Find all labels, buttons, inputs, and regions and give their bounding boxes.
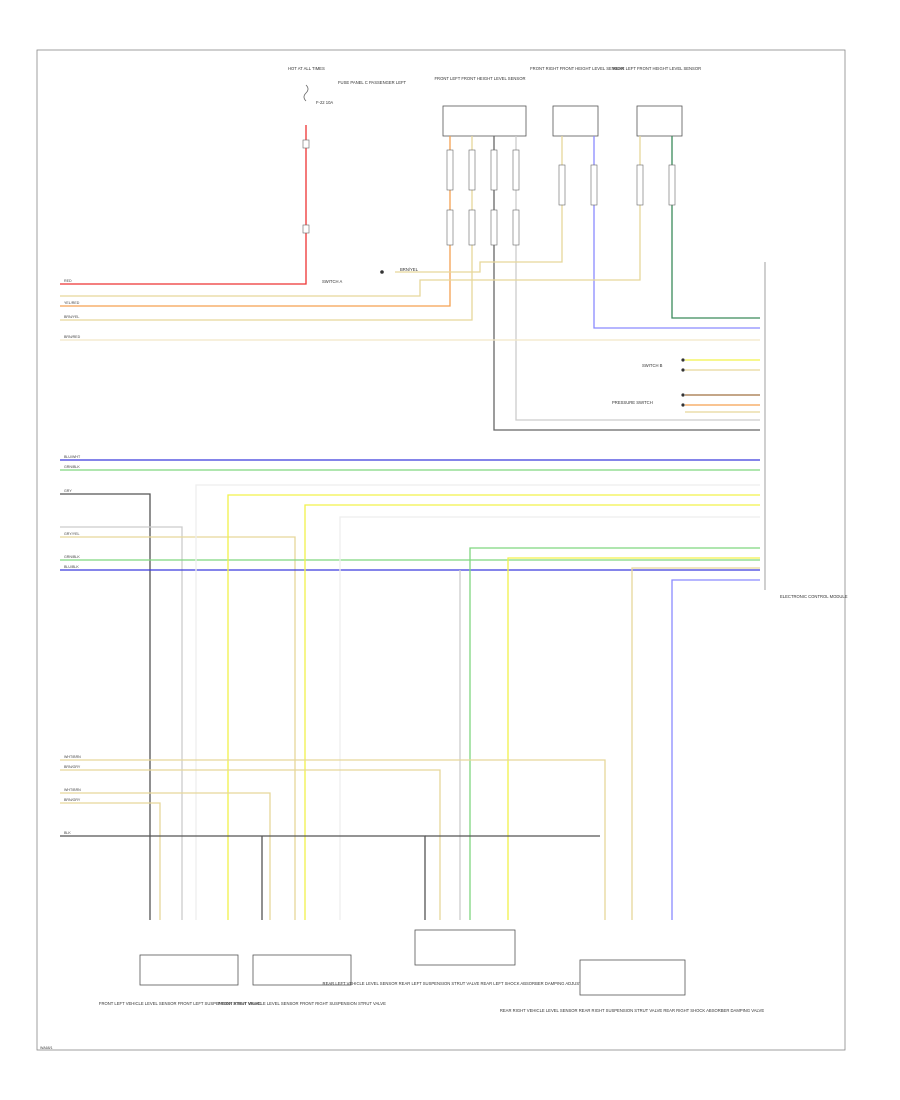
component-4-box [579, 959, 686, 996]
connector [636, 164, 644, 206]
component-2: FRONT RIGHT VEHICLE LEVEL SENSOR FRONT R… [218, 954, 386, 1006]
sensor-rl-box [636, 105, 683, 137]
wire-label: YEL/RED [64, 301, 80, 305]
fuse-label-side: FUSE PANEL C PASSENGER LEFT [338, 80, 407, 85]
wire-label: BRN/GRY [64, 798, 81, 802]
fuse-label-top: HOT AT ALL TIMES [288, 66, 325, 71]
connector [302, 139, 310, 149]
wire-bottom-4 [60, 802, 161, 920]
connector [446, 209, 454, 246]
wire-wht-1 [195, 484, 760, 920]
connector [512, 149, 520, 191]
pin [681, 368, 685, 372]
wire-red [60, 125, 307, 285]
wire-grn-2 [469, 547, 760, 920]
connector [490, 209, 498, 246]
wire-label: BLK [64, 831, 71, 835]
component-3-label: REAR LEFT VEHICLE LEVEL SENSOR REAR LEFT… [323, 981, 608, 986]
sensor-fr-box [552, 105, 599, 137]
wire-sensor-fr-1 [395, 136, 563, 273]
wire-label: BRN/RED [64, 335, 81, 339]
wire-label: WHT/BRN [64, 755, 81, 759]
component-1-label: FRONT LEFT VEHICLE LEVEL SENSOR FRONT LE… [99, 1001, 261, 1006]
connector [468, 149, 476, 191]
diagram-frame [36, 49, 846, 1051]
connector [490, 149, 498, 191]
wire-sensor-rl-1 [60, 136, 641, 297]
wire-label: BRN/YEL [64, 315, 79, 319]
wire-yel-3 [507, 557, 760, 920]
component-2-label: FRONT RIGHT VEHICLE LEVEL SENSOR FRONT R… [218, 1001, 386, 1006]
wire-sensor-fl-1 [60, 136, 451, 307]
wire-lightgray [60, 526, 183, 920]
wire-bottom-2 [60, 769, 441, 920]
connector [446, 149, 454, 191]
module-label: ELECTRONIC CONTROL MODULE [780, 594, 848, 599]
switch-b-label: SWITCH B [642, 363, 663, 368]
connector [302, 224, 310, 234]
sensor-rl-label: REAR LEFT FRONT HEIGHT LEVEL SENSOR [613, 66, 701, 71]
component-3: REAR LEFT VEHICLE LEVEL SENSOR REAR LEFT… [323, 929, 608, 986]
connector [468, 209, 476, 246]
wire-bottom-1 [60, 759, 606, 920]
control-module: ELECTRONIC CONTROL MODULE SWITCH B PRESS… [612, 262, 848, 599]
wire-label: BRN/GRY [64, 765, 81, 769]
wire-label: GRN/BLK [64, 555, 80, 559]
harness-bottom: WHT/BRN BRN/GRY WHT/BRN BRN/GRY BLK [60, 755, 606, 920]
wire-gry-trunk [60, 493, 151, 920]
splice-label: SWITCH A [322, 279, 342, 284]
sensor-fr: FRONT RIGHT FRONT HEIGHT LEVEL SENSOR SW… [322, 66, 760, 329]
sensor-fl-label: FRONT LEFT FRONT HEIGHT LEVEL SENSOR [435, 76, 526, 81]
wire-blu-4 [671, 579, 760, 920]
splice [380, 270, 384, 274]
wire-label: BLU/WHT [64, 455, 81, 459]
wire-sensor-fr-2 [593, 136, 760, 329]
pin [681, 358, 685, 362]
component-1-box [139, 954, 239, 986]
connector [668, 164, 676, 206]
connector [590, 164, 598, 206]
harness-left: RED YEL/RED BRN/YEL BRN/RED BLU/WHT GRN/… [60, 279, 760, 920]
wire-bottom-5 [60, 835, 426, 920]
component-4: REAR RIGHT VEHICLE LEVEL SENSOR REAR RIG… [500, 959, 764, 1013]
page-code: WA68/1 [40, 1046, 53, 1050]
wire-label-splice: BRN/YEL [400, 267, 419, 272]
fuse-name: F-22 10A [316, 100, 333, 105]
wire-sensor-fl-3 [493, 136, 760, 431]
fuse-symbol [303, 84, 309, 102]
pin [681, 393, 685, 397]
sensor-fl: FRONT LEFT FRONT HEIGHT LEVEL SENSOR [60, 76, 760, 431]
pin [681, 403, 685, 407]
fuse-area: HOT AT ALL TIMES FUSE PANEL C PASSENGER … [60, 66, 407, 285]
wire-yel-2 [304, 504, 760, 920]
wire-label: GRN/BLK [64, 465, 80, 469]
connector [512, 209, 520, 246]
wire-sensor-fl-2 [60, 136, 473, 321]
wire-gryyel [60, 536, 296, 920]
pressure-label: PRESSURE SWITCH [612, 400, 653, 405]
wire-label: GRY/YEL [64, 532, 80, 536]
component-1: FRONT LEFT VEHICLE LEVEL SENSOR FRONT LE… [99, 954, 261, 1006]
component-4-label: REAR RIGHT VEHICLE LEVEL SENSOR REAR RIG… [500, 1008, 764, 1013]
wire-label: RED [64, 279, 72, 283]
wire-wht-2 [339, 516, 760, 920]
connector [558, 164, 566, 206]
sensor-fl-box [442, 105, 527, 137]
wire-sensor-rl-2 [671, 136, 760, 319]
component-2-box [252, 954, 352, 986]
component-3-box [414, 929, 516, 966]
sensor-rl: REAR LEFT FRONT HEIGHT LEVEL SENSOR [60, 66, 760, 319]
sensor-fr-label: FRONT RIGHT FRONT HEIGHT LEVEL SENSOR [530, 66, 624, 71]
wire-label: GRY [64, 489, 72, 493]
wire-label: BLU/BLK [64, 565, 79, 569]
wire-bottom-3 [60, 792, 271, 920]
wire-tan-4 [631, 567, 760, 920]
wire-yel-1 [227, 494, 760, 920]
wire-label: WHT/BRN [64, 788, 81, 792]
